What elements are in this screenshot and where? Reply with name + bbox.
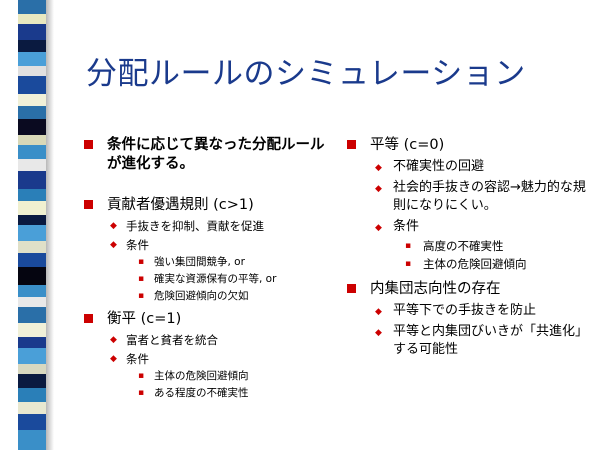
sub-bullet-text: 平等と内集団びいきが「共進化」する可能性	[393, 324, 589, 357]
condition-item: ▪ 強い集団間競争, or	[82, 255, 334, 270]
square-bullet-icon	[84, 314, 93, 323]
diamond-bullet-icon: ◆	[375, 223, 382, 233]
condition-text: 強い集団間競争, or	[154, 256, 245, 268]
diamond-bullet-icon: ◆	[375, 184, 382, 194]
bullet-item: 条件に応じて異なった分配ルールが進化する。	[82, 136, 334, 174]
condition-item: ▪ 主体の危険回避傾向	[345, 256, 595, 272]
condition-item: ▪ 確実な資源保有の平等, or	[82, 272, 334, 287]
condition-text: 高度の不確実性	[423, 239, 504, 253]
square-bullet-icon	[84, 200, 93, 209]
small-square-bullet-icon: ▪	[138, 388, 145, 398]
bar-shadow	[46, 0, 54, 450]
bullet-text: 内集団志向性の存在	[370, 281, 501, 297]
diamond-bullet-icon: ◆	[110, 240, 117, 250]
diamond-bullet-icon: ◆	[110, 221, 117, 231]
bullet-text: 条件に応じて異なった分配ルールが進化する。	[107, 137, 325, 172]
bullet-text: 貢献者優遇規則 (c>1)	[107, 197, 254, 213]
sub-bullet-text: 社会的手抜きの容認→魅力的な規則になりにくい。	[393, 180, 586, 213]
condition-text: 危険回避傾向の欠如	[154, 290, 249, 302]
sub-bullet-text: 条件	[393, 219, 420, 234]
diamond-bullet-icon: ◆	[375, 307, 382, 317]
small-square-bullet-icon: ▪	[138, 291, 145, 301]
sub-bullet-item: ◆ 平等下での手抜きを防止	[345, 302, 595, 320]
condition-text: ある程度の不確実性	[154, 387, 249, 399]
decorative-stripe-bar	[18, 0, 46, 450]
left-column: 条件に応じて異なった分配ルールが進化する。 貢献者優遇規則 (c>1) ◆ 手抜…	[82, 136, 334, 401]
sub-bullet-item: ◆ 不確実性の回避	[345, 158, 595, 176]
sub-bullet-item: ◆ 条件	[82, 237, 334, 253]
sub-bullet-text: 条件	[126, 238, 149, 252]
bullet-item: 平等 (c=0)	[345, 136, 595, 155]
diamond-bullet-icon: ◆	[110, 354, 117, 364]
condition-text: 確実な資源保有の平等, or	[154, 273, 277, 285]
right-column: 平等 (c=0) ◆ 不確実性の回避 ◆ 社会的手抜きの容認→魅力的な規則になり…	[345, 136, 595, 359]
sub-bullet-text: 平等下での手抜きを防止	[393, 303, 537, 318]
small-square-bullet-icon: ▪	[138, 274, 145, 284]
diamond-bullet-icon: ◆	[375, 328, 382, 338]
square-bullet-icon	[84, 140, 93, 149]
sub-bullet-text: 富者と貧者を統合	[126, 333, 218, 347]
sub-bullet-item: ◆ 手抜きを抑制、貢献を促進	[82, 218, 334, 234]
sub-bullet-item: ◆ 平等と内集団びいきが「共進化」する可能性	[345, 323, 595, 359]
bullet-text: 平等 (c=0)	[370, 137, 445, 153]
sub-bullet-item: ◆ 社会的手抜きの容認→魅力的な規則になりにくい。	[345, 179, 595, 215]
sub-bullet-text: 条件	[126, 352, 149, 366]
sub-bullet-item: ◆ 富者と貧者を統合	[82, 332, 334, 348]
bullet-item: 衡平 (c=1)	[82, 310, 334, 329]
sub-bullet-item: ◆ 条件	[345, 218, 595, 236]
small-square-bullet-icon: ▪	[138, 371, 145, 381]
sub-bullet-item: ◆ 条件	[82, 351, 334, 367]
square-bullet-icon	[347, 140, 356, 149]
bullet-item: 貢献者優遇規則 (c>1)	[82, 196, 334, 215]
bullet-text: 衡平 (c=1)	[107, 311, 182, 327]
sub-bullet-text: 手抜きを抑制、貢献を促進	[126, 219, 264, 233]
diamond-bullet-icon: ◆	[375, 163, 382, 173]
small-square-bullet-icon: ▪	[405, 259, 412, 269]
sub-bullet-text: 不確実性の回避	[393, 159, 485, 174]
condition-item: ▪ ある程度の不確実性	[82, 386, 334, 401]
condition-item: ▪ 危険回避傾向の欠如	[82, 289, 334, 304]
condition-text: 主体の危険回避傾向	[423, 257, 527, 271]
small-square-bullet-icon: ▪	[405, 241, 412, 251]
small-square-bullet-icon: ▪	[138, 257, 145, 267]
condition-text: 主体の危険回避傾向	[154, 370, 249, 382]
condition-item: ▪ 主体の危険回避傾向	[82, 369, 334, 384]
bullet-item: 内集団志向性の存在	[345, 280, 595, 299]
slide-title: 分配ルールのシミュレーション	[86, 56, 526, 92]
diamond-bullet-icon: ◆	[110, 335, 117, 345]
square-bullet-icon	[347, 284, 356, 293]
condition-item: ▪ 高度の不確実性	[345, 238, 595, 254]
